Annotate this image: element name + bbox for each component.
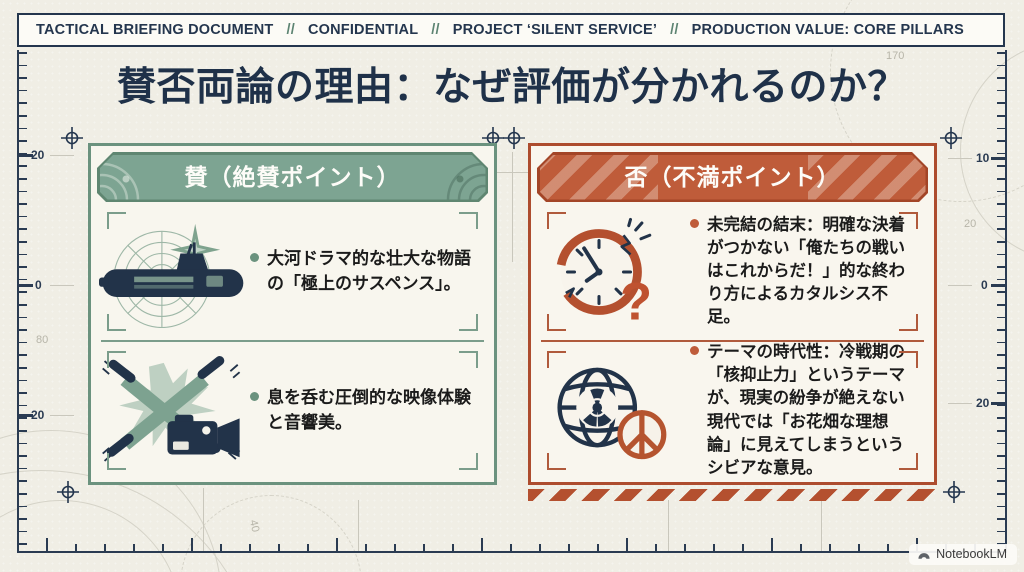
row-separator	[541, 340, 924, 342]
classification-bar: TACTICAL BRIEFING DOCUMENT // CONFIDENTI…	[17, 13, 1005, 47]
guide-line	[358, 500, 359, 552]
bullet-icon	[250, 392, 259, 402]
guide-line	[512, 152, 513, 262]
crosshair-registration-mark	[61, 127, 83, 149]
row-separator	[101, 340, 484, 342]
pro-item-text: 息を呑む圧倒的な映像体験と音響美。	[249, 386, 488, 434]
ruler-label: 10	[976, 151, 990, 165]
pro-panel: 賛（絶賛ポイント）	[88, 143, 497, 485]
classification-segment: CONFIDENTIAL	[307, 22, 419, 38]
svg-text:?: ?	[620, 272, 652, 328]
bullet-icon	[690, 218, 699, 228]
hazard-stripe-decoration	[540, 155, 658, 200]
faint-number-170: 170	[886, 50, 905, 62]
separator-glyph: //	[431, 22, 440, 38]
right-ruler	[1005, 50, 1007, 552]
pro-item-visuals: 息を呑む圧倒的な映像体験と音響美。	[97, 344, 488, 477]
pro-item-suspense: 大河ドラマ的な壮大な物語の「極上のサスペンス」。	[97, 205, 488, 338]
watermark-label: NotebookLM	[936, 547, 1007, 561]
con-item-text: 未完結の結末：明確な決着がつかない「俺たちの戦いはこれからだ！」的な終わり方によ…	[689, 214, 928, 329]
classification-segment: PRODUCTION VALUE: CORE PILLARS	[691, 22, 964, 38]
crosshair-registration-mark	[503, 127, 525, 149]
crosshair-registration-mark	[940, 127, 962, 149]
torpedo-camera-icon	[102, 355, 241, 462]
guide-line	[496, 172, 528, 173]
con-header-label: 否（不満ポイント）	[624, 163, 841, 190]
notebooklm-logo-icon	[918, 553, 930, 559]
ruler-label: 20	[31, 148, 45, 162]
separator-glyph: //	[670, 22, 679, 38]
con-item-text: テーマの時代性：冷戦期の「核抑止力」というテーマが、現実の紛争が絶えない現代では…	[689, 341, 928, 480]
guide-line	[821, 500, 822, 552]
ruler-label: 20	[31, 408, 45, 422]
classification-segment: TACTICAL BRIEFING DOCUMENT	[36, 22, 274, 38]
con-item-ending: ? 未完結の結末：明確な決着がつかない「俺たちの戦いはこれからだ！」的な終わり方…	[537, 205, 928, 338]
notebooklm-watermark: NotebookLM	[909, 544, 1017, 565]
pro-panel-header: 賛（絶賛ポイント）	[97, 152, 488, 202]
ruler-label: 0	[35, 278, 42, 292]
con-item-theme: テーマの時代性：冷戦期の「核抑止力」というテーマが、現実の紛争が絶えない現代では…	[537, 341, 928, 480]
broken-clock-question-icon: ?	[556, 217, 652, 328]
con-panel: 否（不満ポイント）	[528, 143, 937, 485]
left-ruler	[17, 50, 19, 552]
bottom-ruler	[17, 551, 1007, 553]
crosshair-registration-mark	[57, 481, 79, 503]
ruler-label: 20	[976, 396, 990, 410]
drafting-arc	[180, 495, 362, 572]
pro-header-label: 賛（絶賛ポイント）	[184, 163, 401, 190]
faint-number-40: 40	[246, 518, 262, 534]
hazard-stripe-decoration	[808, 155, 926, 200]
page-title: 賛否両論の理由：なぜ評価が分かれるのか？	[116, 66, 907, 109]
globe-radiation-peace-icon	[557, 367, 667, 459]
con-panel-header: 否（不満ポイント）	[537, 152, 928, 202]
hazard-stripe-bar	[528, 489, 937, 501]
separator-glyph: //	[286, 22, 295, 38]
guide-line	[203, 488, 204, 552]
guide-line	[668, 500, 669, 552]
faint-number-80: 80	[36, 334, 49, 346]
crosshair-registration-mark	[943, 481, 965, 503]
bullet-icon	[690, 346, 699, 356]
faint-number-20: 20	[964, 218, 977, 230]
bullet-icon	[250, 253, 259, 263]
ruler-label: 0	[981, 278, 988, 292]
pro-item-text: 大河ドラマ的な壮大な物語の「極上のサスペンス」。	[249, 247, 488, 295]
submarine-sonar-icon	[99, 223, 244, 328]
classification-segment: PROJECT ‘SILENT SERVICE’	[452, 22, 658, 38]
